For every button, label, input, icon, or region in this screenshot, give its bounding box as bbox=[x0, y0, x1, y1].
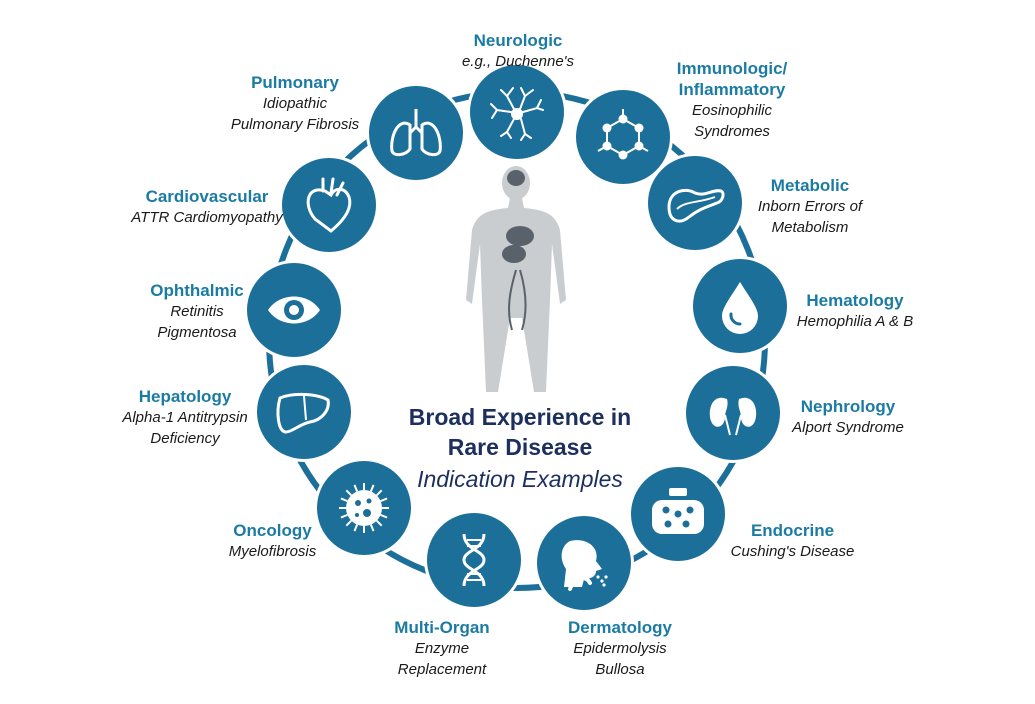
label-hematology-title: Hematology bbox=[806, 291, 904, 310]
neuron-icon bbox=[490, 87, 544, 141]
label-dermatology-example: Bullosa bbox=[595, 661, 645, 678]
adrenal-icon bbox=[652, 488, 704, 534]
node-cardiovascular-circle bbox=[282, 158, 376, 252]
label-oncology-title: Oncology bbox=[233, 521, 312, 540]
label-pulmonary-example: Pulmonary Fibrosis bbox=[230, 116, 360, 133]
center-title-line-2: Rare Disease bbox=[447, 434, 593, 460]
brain-organ bbox=[507, 170, 525, 186]
liver-icon bbox=[276, 392, 330, 434]
eye-icon bbox=[268, 296, 320, 324]
node-ophthalmic bbox=[244, 260, 344, 360]
label-metabolic-example: Inborn Errors of bbox=[757, 198, 863, 215]
node-endocrine bbox=[628, 464, 728, 564]
label-endocrine-example: Cushing's Disease bbox=[730, 543, 855, 560]
label-ophthalmic-example: Retinitis bbox=[170, 303, 224, 320]
label-metabolic-title: Metabolic bbox=[770, 176, 850, 195]
node-cardiovascular bbox=[279, 155, 379, 255]
label-immunologic-title: Immunologic/Inflammatory bbox=[632, 58, 832, 100]
node-pulmonary-circle bbox=[369, 86, 463, 180]
node-immunologic-circle bbox=[576, 90, 670, 184]
stomach-organ bbox=[506, 226, 534, 246]
node-neurologic bbox=[467, 62, 567, 162]
blood-drop-icon bbox=[722, 282, 758, 334]
node-pulmonary bbox=[366, 83, 466, 183]
node-hepatology bbox=[254, 362, 354, 462]
label-cardiovascular-example: ATTR Cardiomyopathy bbox=[131, 209, 283, 226]
label-pulmonary-example: Idiopathic bbox=[262, 95, 328, 112]
center-title-line-1: Broad Experience in bbox=[408, 404, 632, 430]
label-multi-organ-example: Enzyme bbox=[414, 640, 470, 657]
lungs-icon bbox=[390, 109, 442, 157]
label-metabolic-example: Metabolism bbox=[771, 219, 849, 236]
node-metabolic-circle bbox=[648, 156, 742, 250]
label-hematology-example: Hemophilia A & B bbox=[796, 313, 914, 330]
node-oncology bbox=[314, 458, 414, 558]
label-nephrology-example: Alport Syndrome bbox=[792, 419, 904, 436]
node-nephrology-circle bbox=[686, 366, 780, 460]
heart-icon bbox=[306, 177, 352, 233]
label-immunologic-title-line: Immunologic/ bbox=[676, 59, 788, 78]
label-ophthalmic-example: Pigmentosa bbox=[157, 324, 237, 341]
face-skin-icon bbox=[561, 540, 608, 591]
label-multi-organ-title: Multi-Organ bbox=[394, 618, 490, 637]
label-endocrine-title: Endocrine bbox=[750, 521, 835, 540]
node-immunologic bbox=[573, 87, 673, 187]
label-multi-organ-example: Replacement bbox=[397, 661, 487, 678]
node-hematology bbox=[690, 256, 790, 356]
label-hepatology-example: Deficiency bbox=[150, 430, 220, 447]
body-torso bbox=[466, 198, 566, 392]
dna-icon bbox=[462, 533, 486, 587]
label-hepatology-example: Alpha-1 Antitrypsin bbox=[122, 409, 248, 426]
molecule-icon bbox=[597, 109, 649, 160]
label-neurologic: Neurologic e.g., Duchenne's bbox=[410, 30, 626, 72]
label-pulmonary-title: Pulmonary bbox=[251, 73, 339, 92]
center-subtitle: Indication Examples bbox=[417, 466, 623, 492]
label-immunologic-title-line: Inflammatory bbox=[678, 80, 786, 99]
label-dermatology-title: Dermatology bbox=[568, 618, 672, 637]
label-dermatology-example: Epidermolysis bbox=[573, 640, 667, 657]
label-nephrology-title: Nephrology bbox=[800, 397, 896, 416]
label-hepatology-title: Hepatology bbox=[138, 387, 232, 406]
human-body-figure bbox=[466, 166, 566, 392]
node-nephrology bbox=[683, 363, 783, 463]
cancer-cell-icon bbox=[339, 483, 389, 533]
intestine-organ bbox=[502, 245, 526, 263]
center-heading: Broad Experience in Rare Disease Indicat… bbox=[380, 402, 660, 496]
vessel-lines bbox=[508, 269, 527, 331]
pancreas-icon bbox=[667, 188, 725, 223]
node-multi-organ bbox=[424, 510, 524, 610]
label-immunologic-example: Eosinophilic bbox=[691, 102, 773, 119]
label-cardiovascular-title: Cardiovascular bbox=[145, 187, 269, 206]
label-oncology-example: Myelofibrosis bbox=[228, 543, 317, 560]
label-ophthalmic-title: Ophthalmic bbox=[150, 281, 244, 300]
label-neurologic-example: e.g., Duchenne's bbox=[461, 53, 575, 70]
node-multi-organ-circle bbox=[427, 513, 521, 607]
node-dermatology bbox=[534, 513, 634, 613]
kidneys-icon bbox=[709, 397, 757, 436]
label-immunologic-example: Syndromes bbox=[694, 123, 770, 140]
node-hepatology-circle bbox=[257, 365, 351, 459]
label-neurologic-title: Neurologic bbox=[473, 31, 563, 50]
node-metabolic bbox=[645, 153, 745, 253]
